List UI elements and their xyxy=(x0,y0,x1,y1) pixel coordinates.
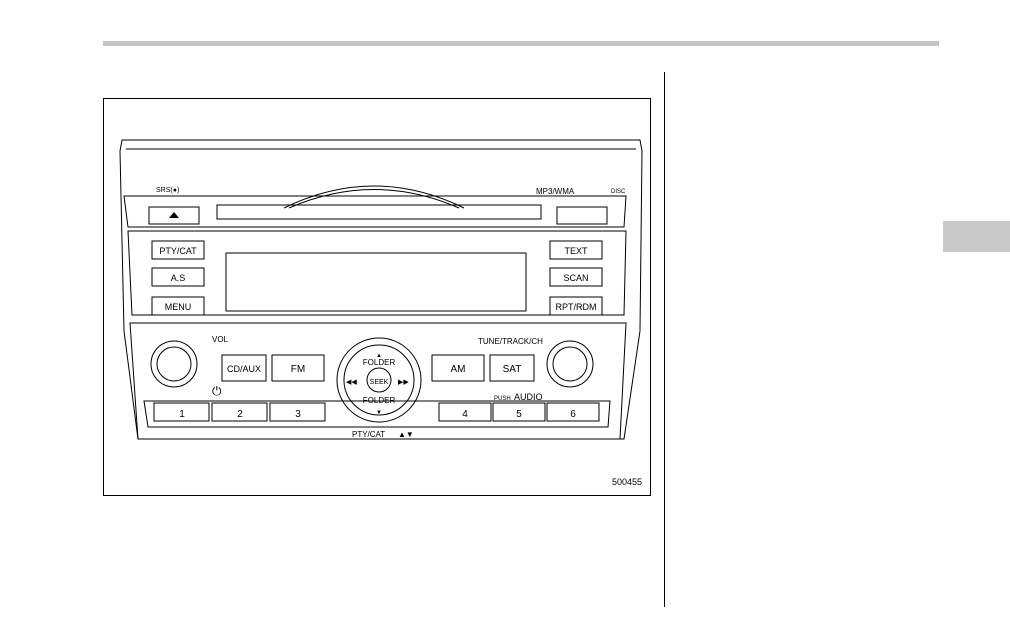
pty-cat-button[interactable]: PTY/CAT xyxy=(152,241,204,259)
svg-text:FM: FM xyxy=(291,364,305,375)
header-rule xyxy=(103,41,939,46)
pty-cat-arrows-icon: ▲▼ xyxy=(398,430,414,439)
text-button[interactable]: TEXT xyxy=(550,241,602,259)
svg-text:A.S: A.S xyxy=(171,273,186,283)
svg-text:CD/AUX: CD/AUX xyxy=(227,364,261,374)
folder-down-icon: ▼ xyxy=(376,410,382,416)
load-button[interactable] xyxy=(557,207,607,224)
folder-up-icon: ▲ xyxy=(376,353,382,359)
push-label: PUSH xyxy=(494,396,511,402)
seek-back-icon: ◀◀ xyxy=(346,379,357,386)
pty-cat-bottom-label: PTY/CAT xyxy=(352,430,385,439)
svg-text:SAT: SAT xyxy=(503,364,522,375)
mp3-label: MP3/WMA xyxy=(536,187,575,196)
svg-text:1: 1 xyxy=(179,409,185,420)
svg-text:2: 2 xyxy=(237,409,243,420)
svg-text:3: 3 xyxy=(295,409,301,420)
am-button[interactable]: AM xyxy=(432,355,484,381)
svg-text:6: 6 xyxy=(570,409,576,420)
svg-text:RPT/RDM: RPT/RDM xyxy=(556,302,597,312)
column-divider xyxy=(664,72,665,607)
seek-forward-icon: ▶▶ xyxy=(398,379,409,386)
as-button[interactable]: A.S xyxy=(152,268,204,286)
svg-text:PTY/CAT: PTY/CAT xyxy=(159,246,197,256)
radio-figure: SRS(●) MP3/WMA DISC PTY/CAT A.S MENU TEX… xyxy=(103,98,651,496)
eject-button[interactable] xyxy=(149,207,199,224)
folder-down-label: FOLDER xyxy=(363,396,396,405)
svg-text:SCAN: SCAN xyxy=(563,273,588,283)
svg-text:5: 5 xyxy=(516,409,522,420)
folder-up-label: FOLDER xyxy=(363,358,396,367)
svg-text:AM: AM xyxy=(451,364,466,375)
preset-1-button[interactable]: 1 xyxy=(154,403,209,421)
preset-3-button[interactable]: 3 xyxy=(270,403,325,421)
preset-4-button[interactable]: 4 xyxy=(439,403,491,421)
svg-text:4: 4 xyxy=(462,409,468,420)
srs-logo: SRS(●) xyxy=(156,187,179,194)
audio-label: AUDIO xyxy=(514,392,543,402)
menu-button[interactable]: MENU xyxy=(152,297,204,315)
svg-text:TEXT: TEXT xyxy=(564,246,588,256)
figure-code: 500455 xyxy=(612,477,642,487)
preset-5-button[interactable]: 5 xyxy=(493,403,545,421)
sat-button[interactable]: SAT xyxy=(490,355,534,381)
power-icon: ⏻ xyxy=(212,384,222,398)
preset-2-button[interactable]: 2 xyxy=(212,403,267,421)
disc-logo-icon: DISC xyxy=(611,189,626,195)
vol-label: VOL xyxy=(212,335,229,344)
chapter-tab xyxy=(943,221,1010,252)
cd-aux-button[interactable]: CD/AUX xyxy=(222,355,266,381)
tune-label: TUNE/TRACK/CH xyxy=(478,337,543,346)
seek-label: SEEK xyxy=(370,379,389,386)
fm-button[interactable]: FM xyxy=(272,355,324,381)
rpt-rdm-button[interactable]: RPT/RDM xyxy=(550,297,602,315)
scan-button[interactable]: SCAN xyxy=(550,268,602,286)
radio-illustration: SRS(●) MP3/WMA DISC PTY/CAT A.S MENU TEX… xyxy=(104,99,650,495)
svg-text:MENU: MENU xyxy=(165,302,192,312)
preset-6-button[interactable]: 6 xyxy=(547,403,599,421)
